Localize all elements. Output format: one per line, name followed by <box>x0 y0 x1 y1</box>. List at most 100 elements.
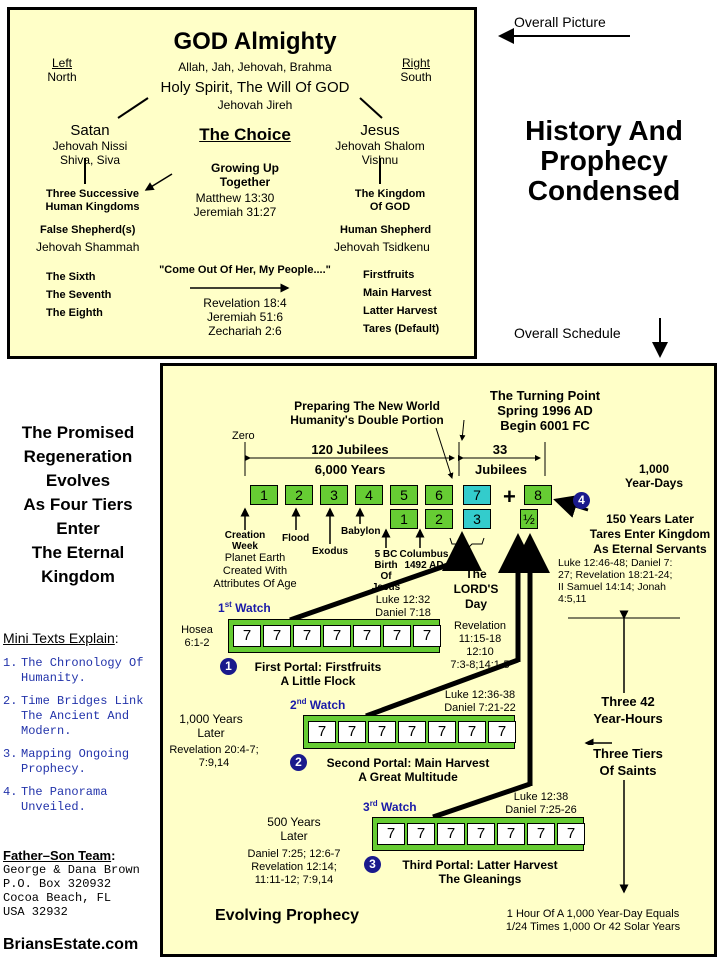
millennium-cell: 2 <box>285 485 313 505</box>
team-heading: Father–Son Team: <box>3 848 116 863</box>
millennium-cell: 1 <box>250 485 278 505</box>
eighth-cell: 8 <box>524 485 552 505</box>
watch-cell: 7 <box>467 823 495 845</box>
millennium-cell: 3 <box>320 485 348 505</box>
jehovah-shammah: Jehovah Shammah <box>36 240 140 254</box>
years-6000: 6,000 Years <box>314 462 386 477</box>
watch-cell: 7 <box>488 721 516 743</box>
millennium-cell: 4 <box>355 485 383 505</box>
event-flood: Flood <box>282 533 310 544</box>
portal-3-badge: 3 <box>364 856 381 873</box>
watch-cell: 7 <box>353 625 381 647</box>
watch-cell: 7 <box>263 625 291 647</box>
watch-cell: 7 <box>377 823 405 845</box>
watch-1-block: 7 7 7 7 7 7 7 <box>228 619 441 653</box>
site-name[interactable]: BriansEstate.com <box>3 936 139 953</box>
jehovah-jireh: Jehovah Jireh <box>217 98 293 112</box>
portal-1-badge: 1 <box>220 658 237 675</box>
watch-3-label: 3rd Watch <box>363 799 417 814</box>
watch-2-rev: Revelation 20:4-7;7:9,14 <box>169 744 259 769</box>
watch-cell: 7 <box>323 625 351 647</box>
portal-2-badge: 2 <box>290 754 307 771</box>
tier-4-badge: 4 <box>573 492 590 509</box>
watch-cell: 7 <box>233 625 261 647</box>
connector-line <box>359 97 383 119</box>
the-choice: The Choice <box>199 125 291 144</box>
connector-line <box>117 97 149 119</box>
num-33: 33 <box>492 442 508 457</box>
watch-cell: 7 <box>308 721 336 743</box>
god-almighty-title: GOD Almighty <box>173 28 337 55</box>
jesus-heading: Jesus <box>360 122 400 139</box>
evolving-prophecy: Evolving Prophecy <box>215 907 360 924</box>
plus-sign: + <box>503 484 516 509</box>
watch-1-label: 1st Watch <box>218 600 271 615</box>
mini-texts-heading: Mini Texts Explain: <box>3 630 119 646</box>
jubilees-label: Jubilees <box>474 462 528 477</box>
come-out-quote: "Come Out Of Her, My People...." <box>159 264 331 276</box>
jubilees-120: 120 Jubilees <box>311 442 389 457</box>
holy-spirit: Holy Spirit, The Will Of GOD <box>160 79 350 96</box>
satan-heading: Satan <box>70 122 110 139</box>
millennium-cell-third: 3 <box>463 509 491 529</box>
watch-cell: 7 <box>368 721 396 743</box>
watch-cell: 7 <box>413 625 441 647</box>
event-exodus: Exodus <box>312 546 349 557</box>
watch-cell: 7 <box>338 721 366 743</box>
god-names: Allah, Jah, Jehovah, Brahma <box>178 60 332 74</box>
zero-label: Zero <box>232 430 255 442</box>
millennium-cell: 1 <box>390 509 418 529</box>
half-cell: ½ <box>520 509 538 529</box>
watch-2-block: 7 7 7 7 7 7 7 <box>303 715 516 749</box>
millennium-cell: 6 <box>425 485 453 505</box>
watch-2-label: 2nd Watch <box>290 697 346 712</box>
overall-picture-label: Overall Picture <box>514 14 606 30</box>
tier-4-refs: Luke 12:46-48; Daniel 7:27; Revelation 1… <box>558 557 673 605</box>
millennium-cell-seventh: 7 <box>463 485 491 505</box>
millennium-row: 1 2 3 4 5 6 7 1 2 3 <box>245 483 495 531</box>
arrow-left <box>144 173 173 191</box>
watch-cell: 7 <box>407 823 435 845</box>
watch-cell: 7 <box>458 721 486 743</box>
watch-cell: 7 <box>383 625 411 647</box>
watch-cell: 7 <box>398 721 426 743</box>
event-babylon: Babylon <box>341 526 381 537</box>
overall-schedule-label: Overall Schedule <box>514 325 621 341</box>
